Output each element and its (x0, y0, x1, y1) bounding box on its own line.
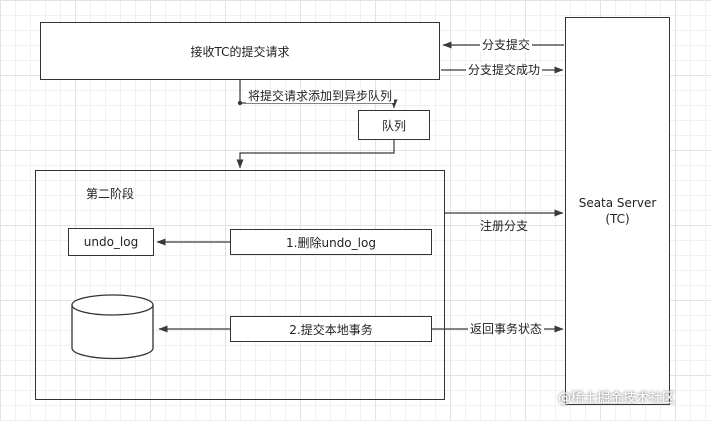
node-seata-server: Seata Server (TC) (565, 17, 670, 405)
node-seata-server-label-line1: Seata Server (578, 195, 657, 210)
edge-label-branch-commit-success: 分支提交成功 (466, 63, 543, 77)
node-phase2-container: 第二阶段 (35, 170, 445, 400)
edge-queue-to-phase2-line (236, 140, 395, 169)
node-commit-local-tx-label: 2.提交本地事务 (289, 322, 373, 337)
node-seata-server-label-line2: (TC) (605, 212, 630, 226)
node-commit-local-tx: 2.提交本地事务 (230, 316, 432, 342)
node-phase2-label: 第二阶段 (86, 187, 135, 201)
edge-label-register-branch: 注册分支 (480, 219, 529, 233)
node-undo-log: undo_log (68, 228, 154, 256)
node-receive-commit-request: 接收TC的提交请求 (40, 22, 440, 80)
node-receive-commit-request-label: 接收TC的提交请求 (190, 44, 290, 59)
node-queue-label: 队列 (381, 118, 406, 133)
node-queue: 队列 (358, 110, 430, 140)
edge-label-add-to-async-queue: 将提交请求添加到异步队列 (246, 89, 395, 103)
node-delete-undo-log-label: 1.删除undo_log (286, 235, 376, 250)
database-cylinder-shape (71, 294, 154, 360)
node-undo-log-label: undo_log (83, 235, 139, 249)
watermark-text: @稀土掘金技术社区 (558, 391, 676, 406)
edge-label-return-tx-status: 返回事务状态 (468, 322, 545, 336)
edge-junction-dot (237, 100, 243, 106)
node-delete-undo-log: 1.删除undo_log (230, 229, 432, 255)
edge-label-branch-commit: 分支提交 (480, 38, 533, 52)
database-cylinder-icon (70, 293, 155, 361)
